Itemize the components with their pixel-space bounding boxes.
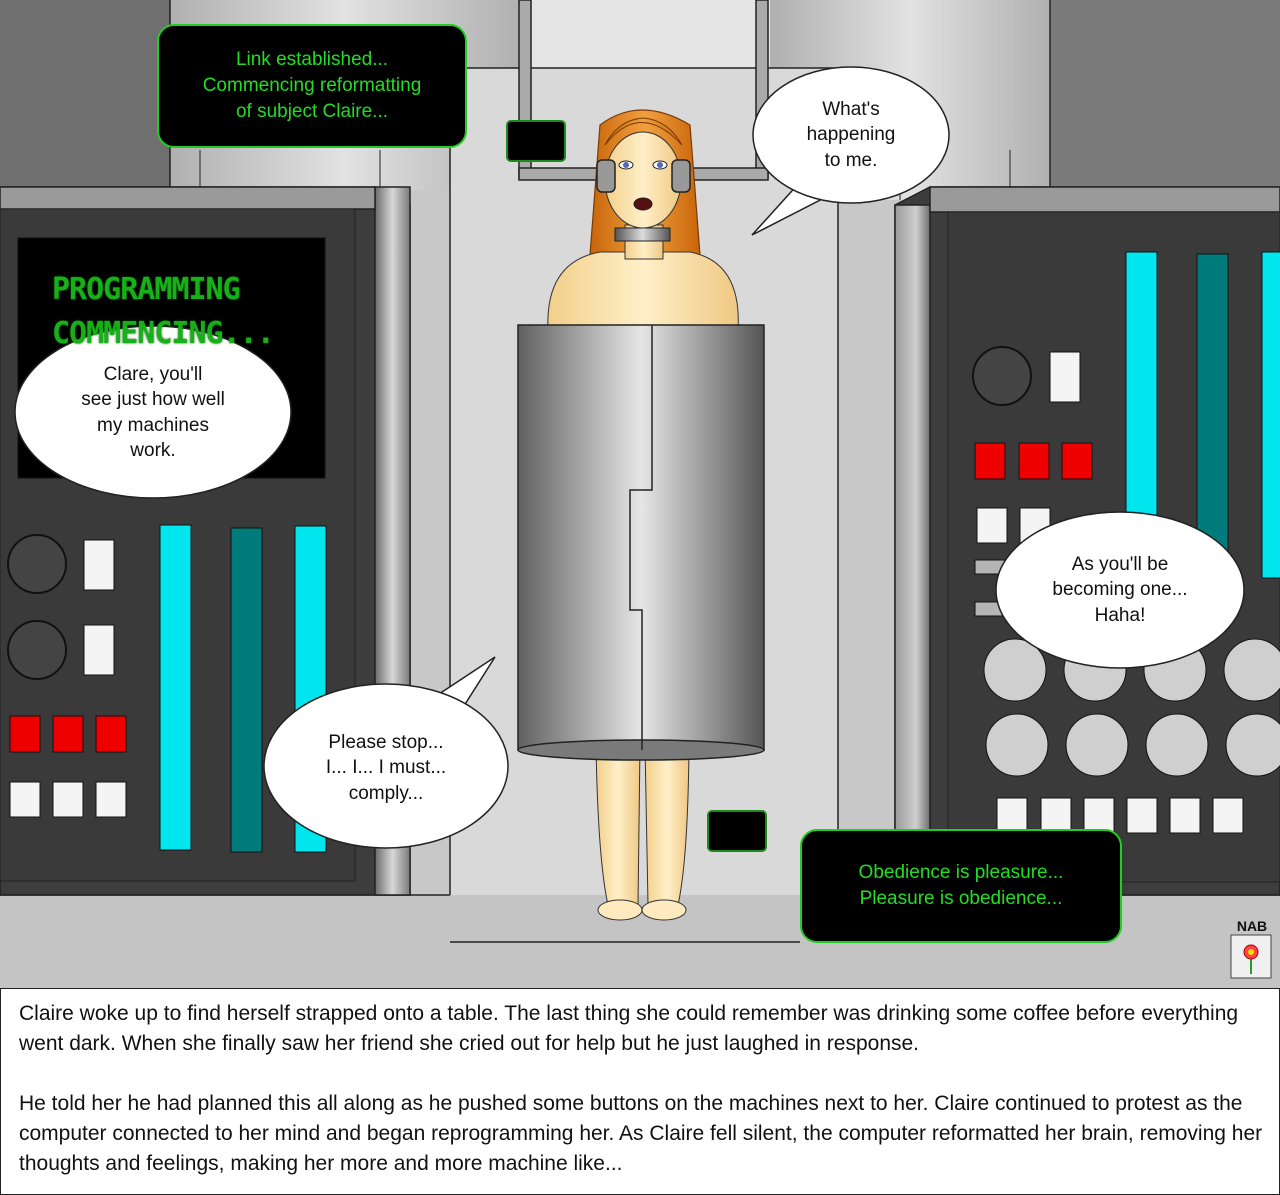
comic-panel: PROGRAMMING COMMENCING... Link establish… bbox=[0, 0, 1280, 988]
lab-scene-illustration bbox=[0, 0, 1280, 988]
console-screen-text: PROGRAMMING COMMENCING... bbox=[52, 272, 275, 351]
speech-bubble-claire-bottom: Please stop... I... I... I must... compl… bbox=[325, 731, 447, 804]
terminal-message-bottom: Obedience is pleasure... Pleasure is obe… bbox=[858, 862, 1064, 909]
caption-paragraph-1: Claire woke up to find herself strapped … bbox=[19, 1002, 1239, 1055]
caption-box: Claire woke up to find herself strapped … bbox=[0, 988, 1280, 1195]
caption-paragraph-2: He told her he had planned this all alon… bbox=[19, 1092, 1263, 1175]
artist-signature: NAB bbox=[1236, 918, 1268, 934]
terminal-message-top: Link established... Commencing reformatt… bbox=[202, 49, 422, 122]
speech-bubble-man-left: Clare, you'll see just how well my machi… bbox=[81, 363, 225, 462]
speech-bubble-claire-top: What's happening to me. bbox=[806, 98, 896, 171]
speech-bubble-man-right: As you'll be becoming one... Haha! bbox=[1052, 553, 1188, 626]
